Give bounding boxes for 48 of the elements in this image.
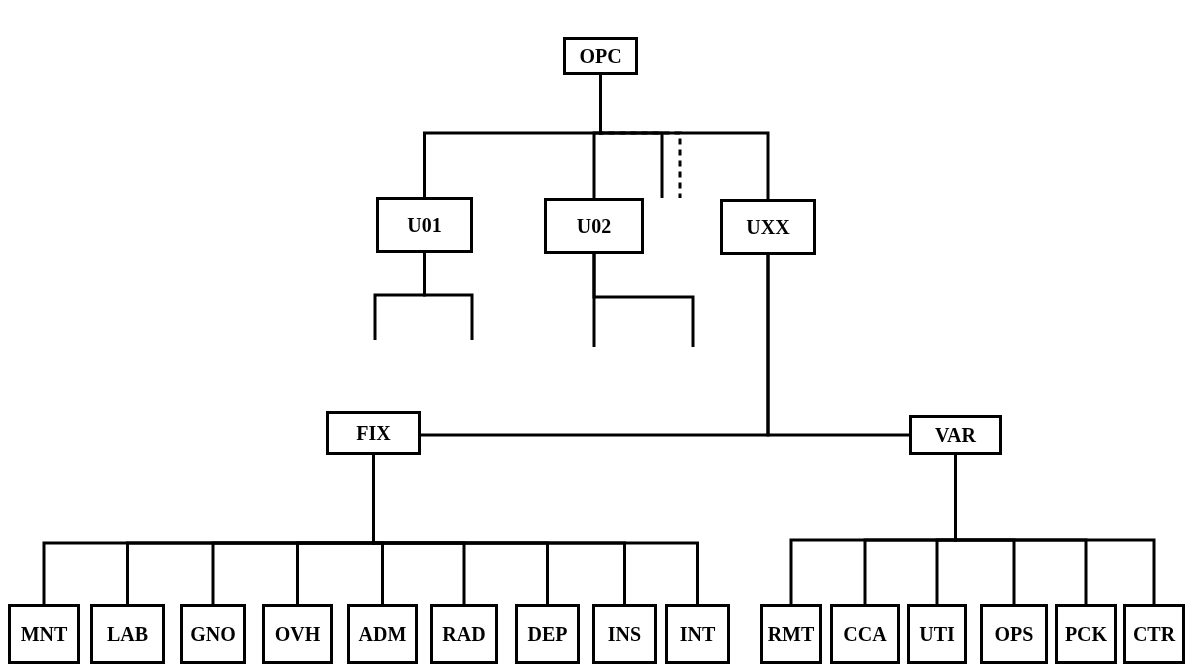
connector-line [372, 455, 699, 604]
unit-box [563, 37, 638, 75]
box-label: CCA [843, 624, 887, 644]
box-label: UXX [746, 217, 790, 237]
unit-box [376, 197, 473, 253]
unit-box [430, 604, 498, 664]
box-label: VAR [935, 425, 976, 445]
unit-box [8, 604, 80, 664]
connector-line [954, 455, 1156, 604]
box-label: PCK [1064, 624, 1108, 644]
unit-box [909, 415, 1002, 455]
box-label: U01 [407, 215, 442, 235]
unit-box [1055, 604, 1117, 664]
box-label: RAD [442, 624, 486, 644]
unit-box [665, 604, 730, 664]
box-label: CTR [1132, 624, 1176, 644]
box-label: LAB [106, 624, 149, 644]
connector-line [592, 254, 695, 347]
connector-line [423, 253, 474, 340]
unit-box [980, 604, 1048, 664]
unit-box [180, 604, 246, 664]
connector-line [766, 255, 909, 437]
box-label: GNO [190, 624, 236, 644]
box-label: UTI [919, 624, 955, 644]
unit-box [262, 604, 333, 664]
unit-box [830, 604, 900, 664]
box-label: OVH [274, 624, 321, 644]
box-label: U02 [576, 216, 612, 236]
box-label: DEP [527, 624, 568, 644]
unit-box [592, 604, 657, 664]
connector-line [599, 75, 682, 198]
unit-box [760, 604, 822, 664]
unit-box [90, 604, 165, 664]
box-label: OPC [579, 46, 622, 66]
box-label: FIX [356, 423, 391, 443]
unit-box [544, 198, 644, 254]
box-label: INT [679, 624, 716, 644]
unit-box [515, 604, 580, 664]
box-label: RMT [767, 624, 815, 644]
box-label: OPS [994, 624, 1034, 644]
unit-box [347, 604, 418, 664]
unit-box [326, 411, 421, 455]
unit-box [720, 199, 816, 255]
unit-box [907, 604, 967, 664]
box-label: INS [607, 624, 642, 644]
box-label: ADM [358, 624, 407, 644]
unit-box [1123, 604, 1185, 664]
box-label: MNT [20, 624, 68, 644]
